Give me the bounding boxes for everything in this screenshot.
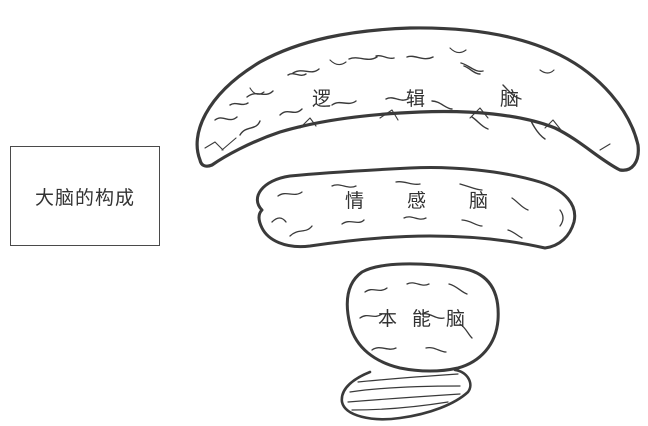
emotional-brain-char-2: 感 (407, 192, 426, 211)
emotional-brain-char-1: 情 (345, 192, 364, 211)
emotional-brain-char-3: 脑 (469, 192, 488, 211)
instinctive-brain-char-2: 能 (412, 310, 431, 329)
logical-brain-char-1: 逻 (312, 90, 331, 109)
logical-brain-char-2: 辑 (406, 90, 425, 109)
logical-brain-char-3: 脑 (500, 90, 519, 109)
instinctive-brain-shape (342, 264, 498, 419)
instinctive-brain-char-1: 本 (378, 310, 397, 329)
instinctive-brain-char-3: 脑 (446, 310, 465, 329)
